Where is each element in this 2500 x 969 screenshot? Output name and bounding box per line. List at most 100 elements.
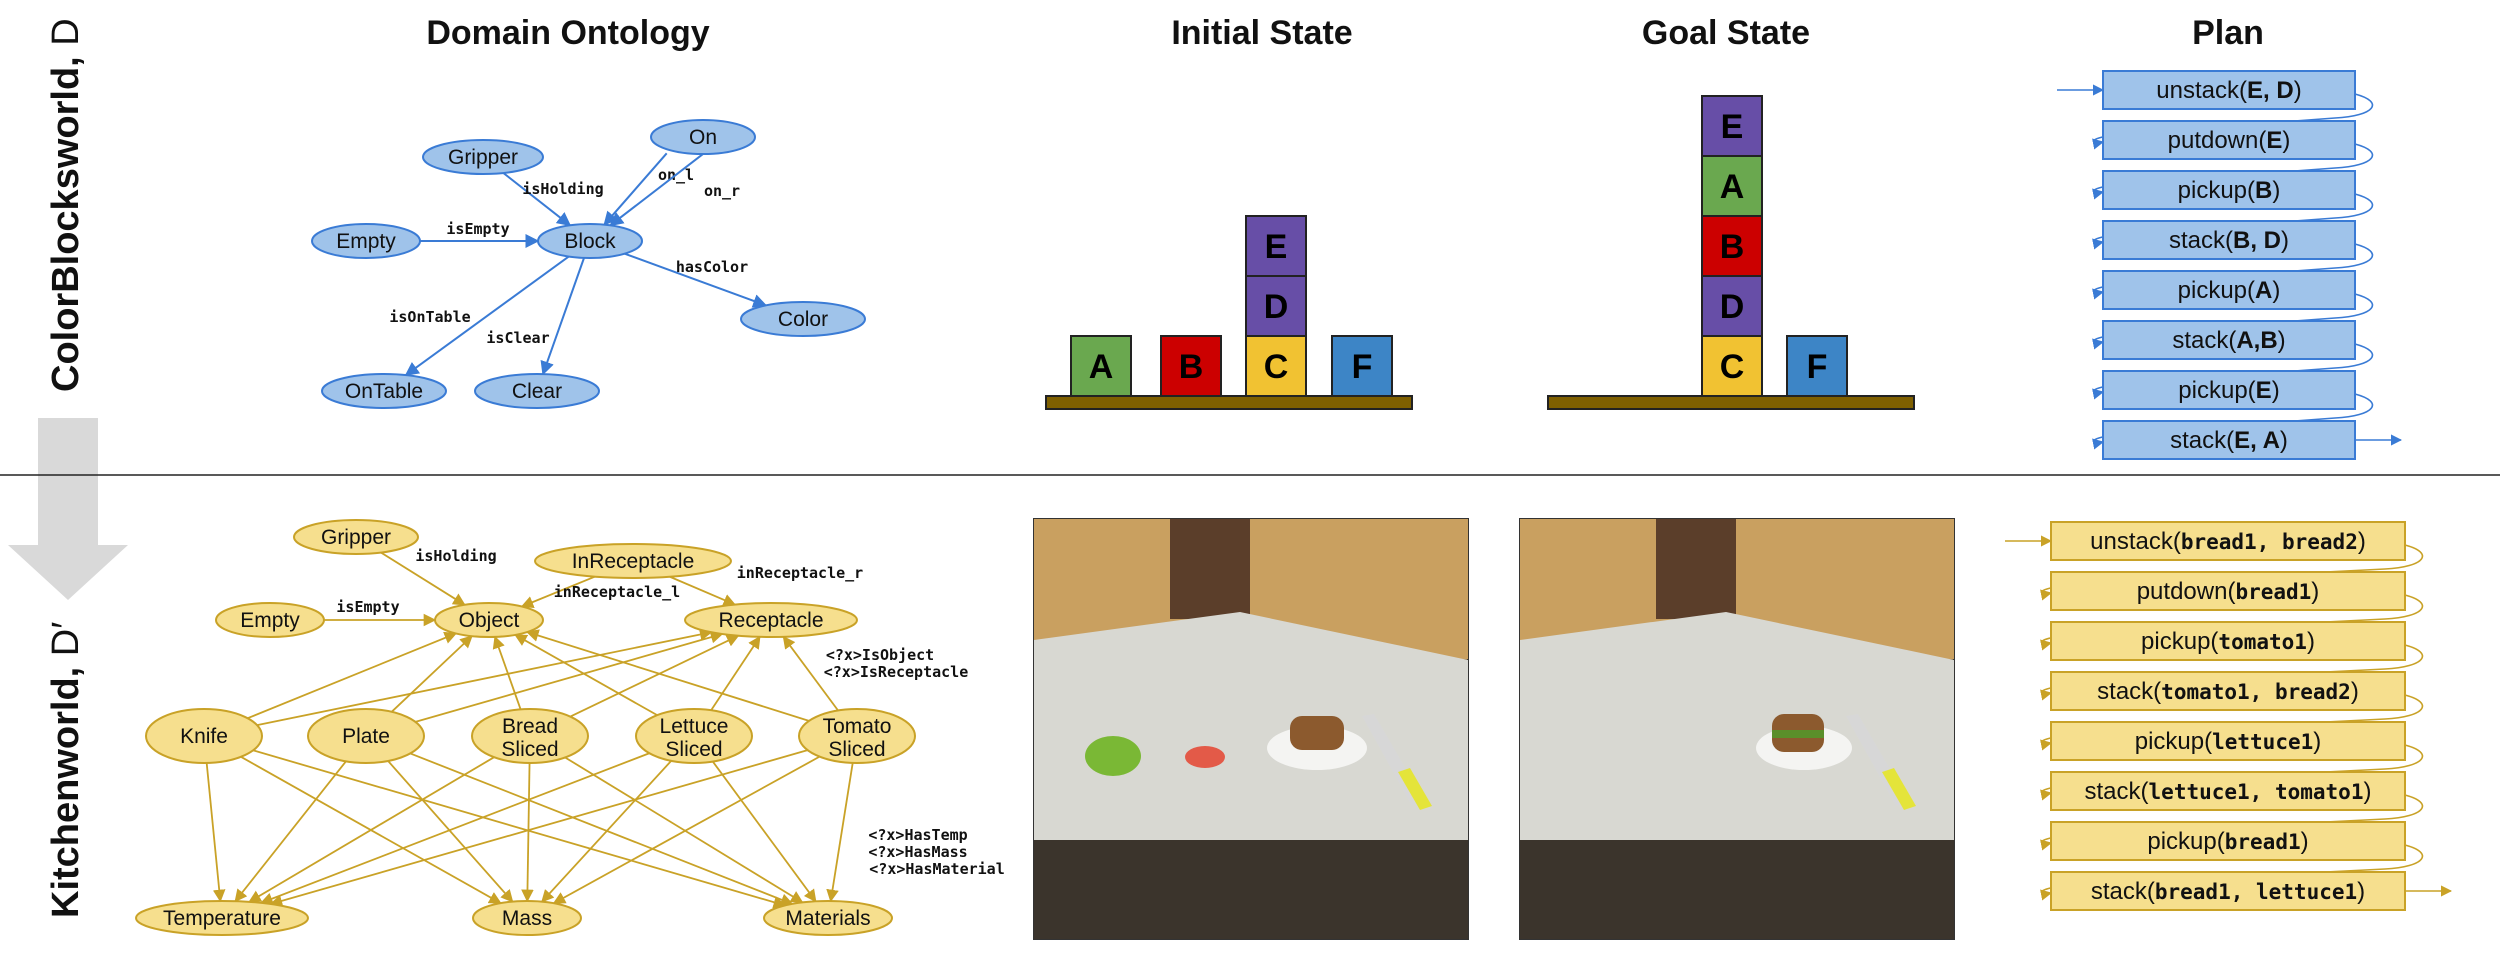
plan-step: stack(A,B) <box>2172 327 2285 354</box>
node-lettuce <box>635 708 753 764</box>
plan-step-box <box>2102 70 2356 110</box>
node-inreceptacle <box>534 543 732 579</box>
ontology-edge <box>269 749 808 907</box>
ontology-edge <box>710 635 761 711</box>
edge-label-inReceptacle_r: inReceptacle_r <box>737 564 863 582</box>
node-tomato <box>798 708 916 764</box>
edge-label-isHolding: isHolding <box>522 180 603 198</box>
plan-connector <box>2040 644 2424 701</box>
plan-connector <box>2092 293 2374 350</box>
node-label-lettuce-2: Sliced <box>665 738 722 761</box>
block-F <box>1786 335 1848 397</box>
node-label-empty: Empty <box>240 609 300 632</box>
ontology-edge <box>552 755 821 905</box>
row-label-kitchenworld: Kitchenworld, D′ <box>45 622 87 918</box>
node-clear <box>474 373 600 409</box>
plan-connector <box>2040 744 2424 801</box>
plan-connector <box>2040 694 2424 751</box>
node-label-clear: Clear <box>512 380 562 403</box>
plan-connector <box>2092 393 2374 450</box>
node-mass <box>472 900 582 936</box>
plan-step-box <box>2050 571 2406 611</box>
block-C <box>1701 335 1763 397</box>
node-receptacle <box>684 602 858 638</box>
node-label-plate: Plate <box>342 725 390 748</box>
node-label-empty: Empty <box>336 230 396 253</box>
ontology-edge <box>492 635 522 710</box>
block-label-A: A <box>1720 168 1745 206</box>
node-gripper <box>422 139 544 175</box>
plan-step: pickup(bread1) <box>2147 828 2308 855</box>
blocks-plan: unstack(E, D)putdown(E)pickup(B)stack(B,… <box>2057 70 2403 460</box>
node-label-receptacle: Receptacle <box>718 609 823 632</box>
node-object <box>434 602 544 638</box>
plan-step-box <box>2050 621 2406 661</box>
node-bread <box>471 708 589 764</box>
plan-step: pickup(tomato1) <box>2141 628 2315 655</box>
edge-label-hasColor: hasColor <box>676 258 748 276</box>
ontology-edge <box>520 575 596 609</box>
ontology-edge <box>248 756 495 903</box>
plan-step: stack(B, D) <box>2169 227 2289 254</box>
ontology-edge <box>409 752 794 906</box>
node-empty <box>311 223 421 259</box>
plan-connector <box>2040 544 2424 601</box>
ontology-edge <box>234 760 347 903</box>
kitchen-ontology-graph: isHoldingisEmptyinReceptacle_linReceptac… <box>135 519 1005 936</box>
domain-transfer-arrow <box>8 418 128 600</box>
node-empty <box>215 602 325 638</box>
ontology-edge <box>252 749 787 909</box>
plan-step: stack(tomato1, bread2) <box>2097 678 2359 705</box>
block-E <box>1245 215 1307 277</box>
edge-label-isOnTable: isOnTable <box>389 308 470 326</box>
node-label-materials: Materials <box>785 907 870 930</box>
plan-step: putdown(bread1) <box>2137 578 2320 605</box>
title-domain-ontology: Domain Ontology <box>426 14 709 52</box>
ontology-edge <box>387 760 514 903</box>
plan-step: pickup(E) <box>2178 377 2279 404</box>
plan-step: pickup(A) <box>2178 277 2281 304</box>
node-ontable <box>321 373 447 409</box>
ontology-edge <box>521 762 534 903</box>
block-label-C: C <box>1264 348 1289 386</box>
edge-label-isReceptacle: <?x>IsReceptacle <box>824 663 969 681</box>
ontology-edge <box>380 551 466 606</box>
node-label-gripper: Gripper <box>448 146 518 169</box>
node-on <box>650 119 756 155</box>
plan-step-box <box>2102 170 2356 210</box>
edge-label-hasMaterial: <?x>HasMaterial <box>869 860 1004 878</box>
ontology-edge <box>782 635 839 712</box>
plan-step-box <box>2102 370 2356 410</box>
row-label-colorblocksworld: ColorBlocksworld, D <box>45 18 87 392</box>
plan-connector <box>2092 343 2374 400</box>
node-label-ontable: OnTable <box>345 380 423 403</box>
ontology-edge <box>609 151 706 227</box>
edge-label-inReceptacle_l: inReceptacle_l <box>554 583 680 601</box>
ontology-edge <box>826 762 854 903</box>
plan-step: stack(bread1, lettuce1) <box>2091 878 2365 905</box>
node-materials <box>763 900 893 936</box>
blocks-ontology-graph: isHoldingisEmptyon_lon_rhasColorisOnTabl… <box>311 119 866 409</box>
node-label-color: Color <box>778 308 828 331</box>
edge-label-isClear: isClear <box>486 329 549 347</box>
title-plan: Plan <box>2192 14 2264 52</box>
block-label-C: C <box>1720 348 1745 386</box>
node-label-lettuce: Lettuce <box>660 715 729 738</box>
ontology-edge <box>256 628 713 727</box>
edge-label-hasTemp: <?x>HasTemp <box>868 826 967 844</box>
edge-label-isObject: <?x>IsObject <box>826 646 934 664</box>
edge-label-isEmpty: isEmpty <box>336 598 399 616</box>
plan-step: pickup(lettuce1) <box>2135 728 2322 755</box>
node-block <box>537 223 643 259</box>
plan-step-box <box>2050 821 2406 861</box>
node-label-tomato: Tomato <box>823 715 892 738</box>
kitchen-goal-scene <box>1519 518 1955 940</box>
edge-label-isEmpty: isEmpty <box>446 220 509 238</box>
kitchen-initial-scene <box>1033 518 1469 940</box>
ontology-edge <box>712 761 817 903</box>
plan-connector <box>2040 844 2424 901</box>
block-label-B: B <box>1720 228 1745 266</box>
plan-step: pickup(B) <box>2178 177 2281 204</box>
plan-connector <box>2040 594 2424 651</box>
